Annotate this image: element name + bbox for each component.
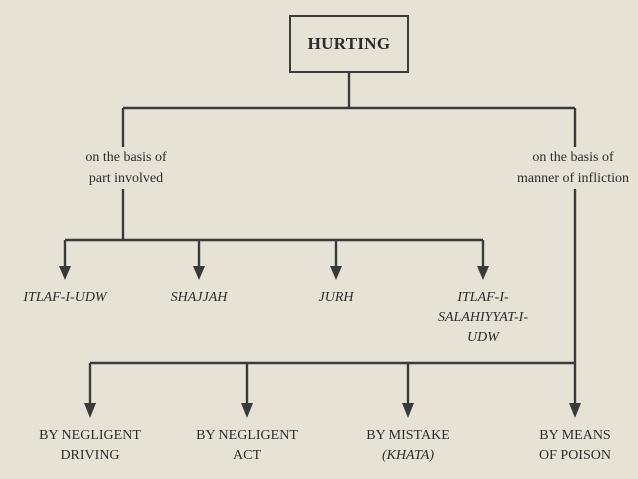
root-node-hurting: HURTING <box>289 15 409 73</box>
arrowhead-negligent-driving <box>84 403 96 418</box>
arrowhead-jurh <box>330 266 342 280</box>
node-itlaf-i-udw-text: ITLAF-I-UDW <box>23 290 107 305</box>
node-itlaf-line3: UDW <box>467 330 499 345</box>
node-itlaf-line1: ITLAF-I- <box>457 290 509 305</box>
arrowhead-mistake <box>402 403 414 418</box>
node-itlaf-i-salahiyyat-i-udw: ITLAF-I- SALAHIYYAT-I- UDW <box>425 288 541 348</box>
branch-right-line1: on the basis of <box>532 150 614 165</box>
node-jurh-text: JURH <box>318 290 354 305</box>
node-act-line1: BY NEGLIGENT <box>196 428 298 443</box>
arrowhead-itlaf-i-salahiyyat <box>477 266 489 280</box>
node-itlaf-i-udw: ITLAF-I-UDW <box>10 288 120 308</box>
arrowhead-poison <box>569 403 581 418</box>
node-shajjah: SHAJJAH <box>154 288 244 308</box>
node-by-negligent-act: BY NEGLIGENT ACT <box>182 426 312 466</box>
root-label: HURTING <box>307 34 391 53</box>
arrowhead-itlaf-i-udw <box>59 266 71 280</box>
node-by-means-of-poison: BY MEANS OF POISON <box>520 426 630 466</box>
node-shajjah-text: SHAJJAH <box>170 290 228 305</box>
node-jurh: JURH <box>296 288 376 308</box>
node-poison-line1: BY MEANS <box>539 428 611 443</box>
arrowhead-negligent-act <box>241 403 253 418</box>
branch-left-line1: on the basis of <box>85 150 167 165</box>
node-driving-line1: BY NEGLIGENT <box>39 428 141 443</box>
branch-right-line2: manner of infliction <box>517 171 629 186</box>
node-act-line2: ACT <box>233 448 261 463</box>
node-mistake-line2: (KHATA) <box>381 448 435 463</box>
branch-label-part-involved: on the basis of part involved <box>66 147 186 189</box>
node-itlaf-line2: SALAHIYYAT-I- <box>437 310 529 325</box>
node-driving-line2: DRIVING <box>60 448 120 463</box>
node-mistake-line1: BY MISTAKE <box>366 428 450 443</box>
branch-left-line2: part involved <box>88 171 164 186</box>
node-by-negligent-driving: BY NEGLIGENT DRIVING <box>25 426 155 466</box>
node-poison-line2: OF POISON <box>539 448 611 463</box>
node-by-mistake: BY MISTAKE (KHATA) <box>350 426 466 466</box>
branch-label-manner-of-infliction: on the basis of manner of infliction <box>506 147 638 189</box>
arrowhead-shajjah <box>193 266 205 280</box>
